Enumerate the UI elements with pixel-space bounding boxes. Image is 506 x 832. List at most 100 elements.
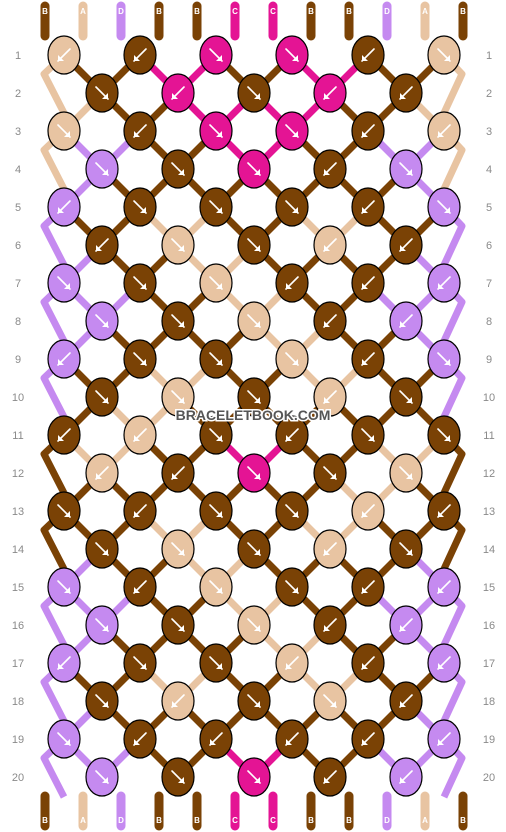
arrowhead-icon: [172, 93, 178, 99]
arrowhead-icon: [438, 663, 444, 669]
arrowhead-icon: [438, 739, 444, 745]
arrowhead-icon: [102, 625, 108, 631]
arrowhead-icon: [140, 207, 146, 213]
knot: [351, 643, 385, 683]
row-number-left: 11: [12, 430, 23, 442]
arrowhead-icon: [254, 321, 260, 327]
knot: [85, 149, 119, 189]
knot: [427, 35, 461, 75]
knot: [123, 491, 157, 531]
knot: [351, 415, 385, 455]
arrowhead-icon: [134, 131, 140, 137]
row-number-left: 20: [12, 772, 24, 784]
arrowhead-icon: [406, 169, 412, 175]
arrowhead-icon: [134, 511, 140, 517]
knot: [351, 111, 385, 151]
arrowhead-icon: [254, 245, 260, 251]
knot: [313, 301, 347, 341]
arrowhead-icon: [324, 93, 330, 99]
row-number-right: 6: [486, 240, 492, 252]
arrowhead-icon: [362, 587, 368, 593]
knot: [389, 149, 423, 189]
row-number-left: 17: [12, 658, 24, 670]
row-number-right: 7: [486, 278, 492, 290]
arrowhead-icon: [444, 359, 450, 365]
knot: [85, 681, 119, 721]
bottom-strand-label: B: [156, 816, 162, 825]
arrowhead-icon: [292, 359, 298, 365]
knot: [275, 643, 309, 683]
row-number-right: 10: [483, 392, 495, 404]
arrowhead-icon: [134, 435, 140, 441]
knot: [123, 415, 157, 455]
arrowhead-icon: [406, 473, 412, 479]
arrowhead-icon: [362, 511, 368, 517]
bottom-strand-label: C: [232, 816, 238, 825]
arrowhead-icon: [58, 663, 64, 669]
knot: [85, 529, 119, 569]
knot: [313, 149, 347, 189]
arrowhead-icon: [102, 397, 108, 403]
arrowhead-icon: [134, 55, 140, 61]
arrowhead-icon: [438, 587, 444, 593]
row-number-left: 6: [15, 240, 21, 252]
knot: [47, 415, 81, 455]
knot: [237, 301, 271, 341]
knot: [85, 301, 119, 341]
row-number-left: 7: [15, 278, 21, 290]
arrowhead-icon: [216, 663, 222, 669]
knot: [199, 111, 233, 151]
row-number-left: 4: [15, 164, 21, 176]
knot: [313, 605, 347, 645]
row-number-right: 17: [483, 658, 495, 670]
arrowhead-icon: [362, 663, 368, 669]
arrowhead-icon: [324, 169, 330, 175]
top-strand-label: A: [422, 7, 428, 16]
top-strand-label: B: [308, 7, 314, 16]
arrowhead-icon: [140, 359, 146, 365]
arrowhead-icon: [400, 245, 406, 251]
knot: [161, 605, 195, 645]
knot: [275, 719, 309, 759]
knot: [351, 187, 385, 227]
arrowhead-icon: [330, 473, 336, 479]
arrowhead-icon: [362, 283, 368, 289]
knot: [237, 529, 271, 569]
row-number-right: 9: [486, 354, 492, 366]
arrowhead-icon: [438, 131, 444, 137]
arrowhead-icon: [140, 663, 146, 669]
arrowhead-icon: [292, 511, 298, 517]
arrowhead-icon: [96, 473, 102, 479]
arrowhead-icon: [400, 321, 406, 327]
knot: [199, 491, 233, 531]
knot: [237, 377, 271, 417]
row-number-left: 2: [15, 88, 21, 100]
row-number-left: 14: [12, 544, 24, 556]
knot: [389, 529, 423, 569]
bottom-strand-label: D: [384, 816, 390, 825]
watermark: BRACELETBOOK.COM: [176, 407, 331, 423]
bottom-strand-label: B: [42, 816, 48, 825]
arrowhead-icon: [254, 625, 260, 631]
arrowhead-icon: [324, 321, 330, 327]
arrowhead-icon: [286, 283, 292, 289]
knot: [313, 225, 347, 265]
knot: [351, 719, 385, 759]
arrowhead-icon: [134, 739, 140, 745]
row-number-right: 4: [486, 164, 492, 176]
arrowhead-icon: [400, 93, 406, 99]
top-strand-label: C: [232, 7, 238, 16]
knot: [123, 567, 157, 607]
knot: [237, 225, 271, 265]
arrowhead-icon: [64, 131, 70, 137]
knot: [389, 681, 423, 721]
knot: [389, 225, 423, 265]
arrowhead-icon: [254, 549, 260, 555]
knot: [199, 339, 233, 379]
knot: [237, 73, 271, 113]
arrowhead-icon: [292, 587, 298, 593]
row-number-left: 10: [12, 392, 24, 404]
top-strand-label: B: [346, 7, 352, 16]
arrowhead-icon: [286, 739, 292, 745]
